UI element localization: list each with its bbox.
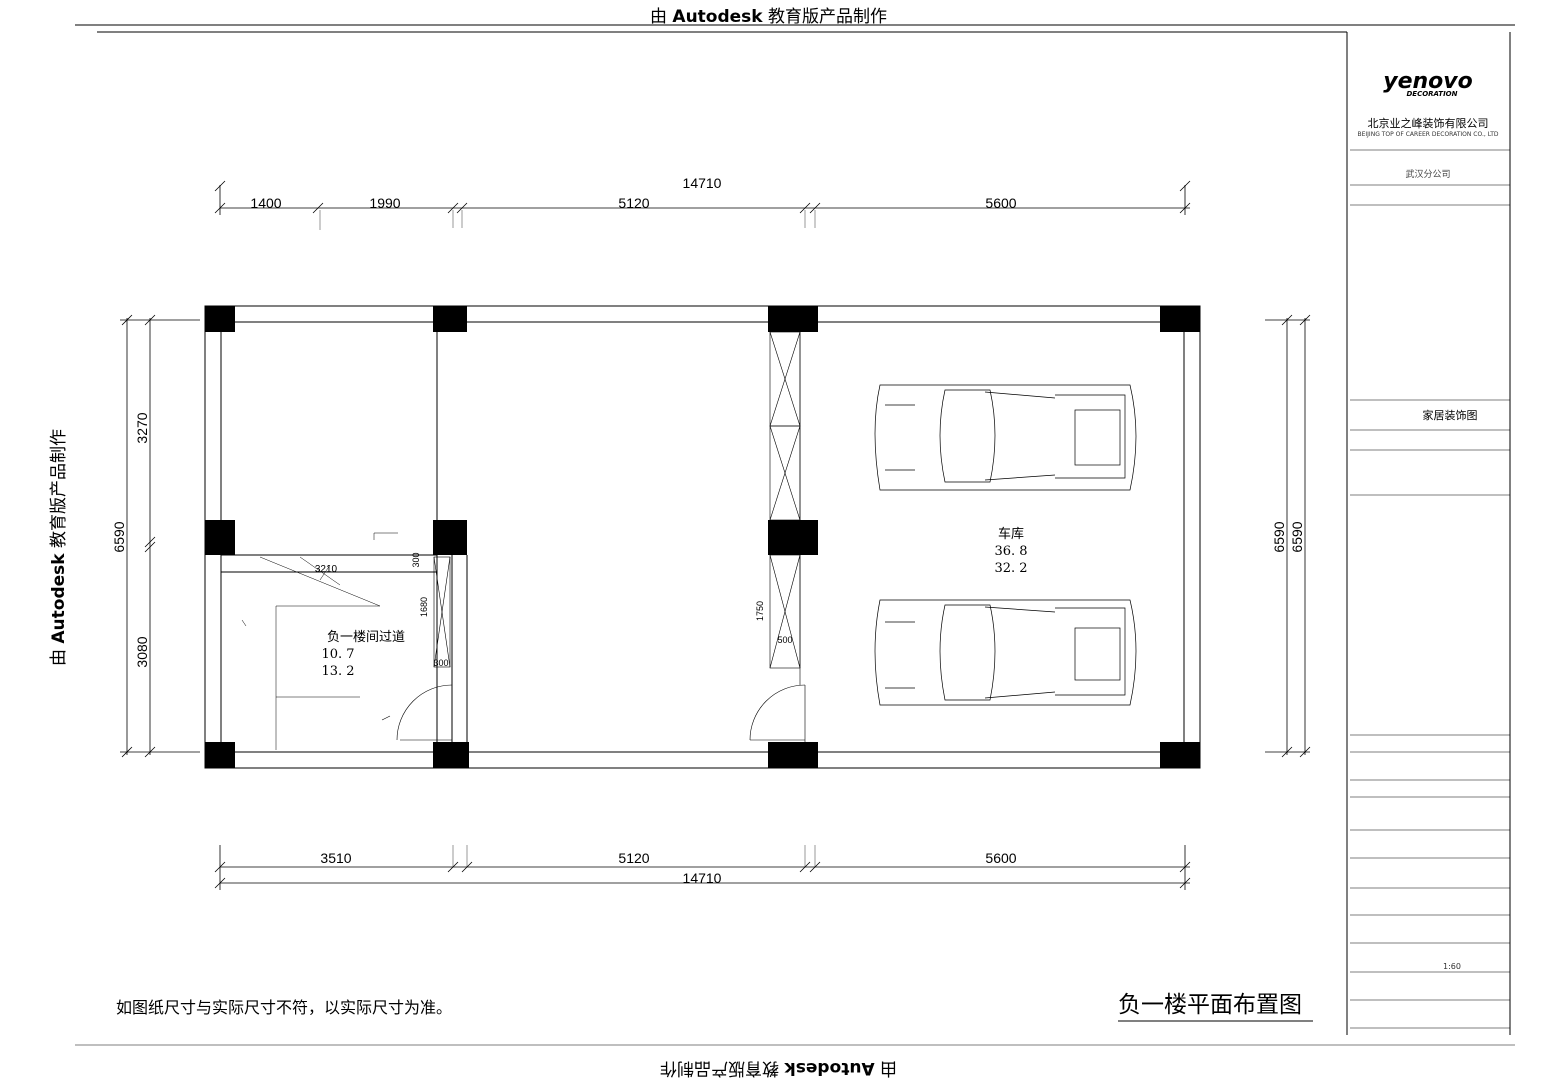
walls	[204, 305, 1201, 769]
bottom-dimension-lines	[214, 845, 1191, 890]
doors	[381, 684, 806, 741]
company-name: 北京业之峰装饰有限公司	[1368, 116, 1489, 130]
garage-area-1: 36. 8	[994, 544, 1027, 559]
dim-right-total-b: 6590	[1289, 521, 1305, 552]
passage-name: 负一楼间过道	[327, 630, 405, 645]
left-dimension-lines	[120, 314, 200, 758]
dim-top-4: 5600	[985, 195, 1016, 211]
dim-bottom-2: 5120	[618, 850, 649, 866]
storage-cabinets	[433, 331, 806, 742]
dim-right-total-a: 6590	[1271, 521, 1287, 552]
top-dimension-lines	[214, 180, 1191, 230]
dim-left-lower: 3080	[134, 636, 150, 667]
car-bottom	[874, 599, 1137, 706]
dim-top-2: 1990	[369, 195, 400, 211]
dim-stair-width: 3210	[315, 564, 338, 575]
dim-inner-1750: 1750	[755, 601, 765, 621]
drawing-type: 家居装饰图	[1423, 408, 1478, 422]
dim-top-3: 5120	[618, 195, 649, 211]
garage-area-2: 32. 2	[994, 561, 1027, 576]
dim-bottom-3: 5600	[985, 850, 1016, 866]
dim-inner-300-bottom: 300	[433, 658, 448, 668]
passage-area-2: 13. 2	[321, 664, 354, 679]
structural-columns	[205, 306, 1200, 768]
sheet-border	[75, 24, 1515, 1046]
dim-inner-300-top: 300	[411, 552, 421, 567]
dim-bottom-1: 3510	[320, 850, 351, 866]
company-name-en: BEIJING TOP OF CAREER DECORATION CO., LT…	[1357, 131, 1498, 138]
dim-bottom-total: 14710	[683, 870, 722, 886]
dim-left-total: 6590	[111, 521, 127, 552]
dim-top-total: 14710	[683, 175, 722, 191]
disclaimer-note: 如图纸尺寸与实际尺寸不符，以实际尺寸为准。	[116, 998, 452, 1017]
dim-top-1: 1400	[250, 195, 281, 211]
logo-wordmark: yenovo	[1383, 69, 1473, 94]
passage-area-1: 10. 7	[321, 647, 354, 662]
stair-outline	[241, 532, 398, 750]
branch-name: 武汉分公司	[1405, 168, 1450, 180]
watermark-top: 由 Autodesk 教育版产品制作	[650, 7, 888, 27]
logo-subtitle: DECORATION	[1406, 90, 1457, 98]
drawing-title: 负一楼平面布置图	[1118, 992, 1302, 1018]
car-top	[874, 384, 1137, 491]
right-dimension-lines	[1265, 314, 1311, 758]
dim-inner-500: 500	[777, 635, 792, 645]
scale-value: 1:60	[1443, 962, 1461, 971]
title-block-lines	[1350, 149, 1510, 1029]
garage-name: 车库	[998, 526, 1024, 542]
dim-left-upper: 3270	[134, 412, 150, 443]
dim-inner-1680: 1680	[419, 597, 429, 617]
